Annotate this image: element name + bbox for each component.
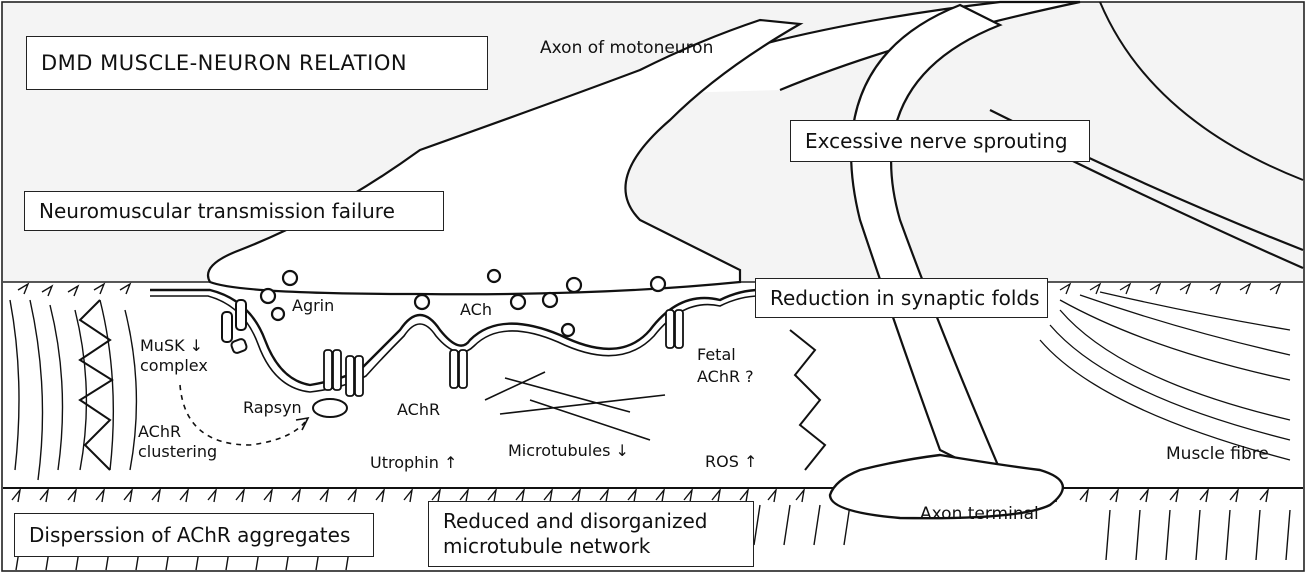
clustering-label-line2: clustering bbox=[138, 442, 217, 462]
synaptic-folds-box: Reduction in synaptic folds bbox=[755, 278, 1048, 318]
clustering-label-line1: AChR bbox=[138, 422, 181, 442]
rapsyn-label: Rapsyn bbox=[243, 398, 302, 418]
musk-label-line2: complex bbox=[140, 356, 208, 376]
achr-label: AChR bbox=[397, 400, 440, 420]
ach-label: ACh bbox=[460, 300, 492, 320]
nerve-sprouting-box: Excessive nerve sprouting bbox=[790, 120, 1090, 162]
microtubules-label: Microtubules ↓ bbox=[508, 441, 629, 461]
agrin-label: Agrin bbox=[292, 296, 334, 316]
fetal-achr-label-line2: AChR ? bbox=[697, 367, 754, 387]
rapsyn-protein bbox=[313, 399, 347, 417]
axon-terminal-label: Axon terminal bbox=[920, 504, 1039, 524]
microtubule-network-line1: Reduced and disorganized bbox=[443, 509, 707, 534]
utrophin-label: Utrophin ↑ bbox=[370, 453, 457, 473]
microtubule-network-box: Reduced and disorganized microtubule net… bbox=[428, 501, 754, 567]
dispersion-box: Disperssion of AChR aggregates bbox=[14, 513, 374, 557]
diagram-title: DMD MUSCLE-NEURON RELATION bbox=[26, 36, 488, 90]
microtubule-network-line2: microtubule network bbox=[443, 534, 650, 559]
musk-label-line1: MuSK ↓ bbox=[140, 336, 203, 356]
ros-label: ROS ↑ bbox=[705, 452, 757, 472]
axon-label: Axon of motoneuron bbox=[540, 38, 713, 58]
transmission-failure-box: Neuromuscular transmission failure bbox=[24, 191, 444, 231]
fetal-achr-label-line1: Fetal bbox=[697, 345, 736, 365]
muscle-fibre-label: Muscle fibre bbox=[1166, 444, 1269, 464]
